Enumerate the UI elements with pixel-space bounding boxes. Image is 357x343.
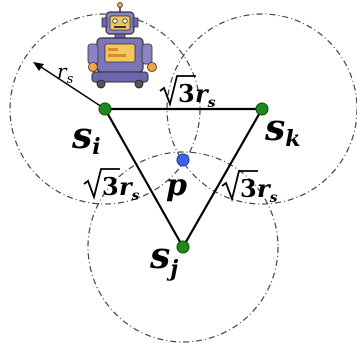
edge-label-right: 3 rs (221, 170, 278, 206)
triangle (103, 107, 264, 250)
label-p: p (166, 168, 187, 203)
label-rs: rs (57, 59, 74, 87)
coverage-circle-sk (166, 13, 357, 205)
svg-text:3: 3 (240, 174, 257, 203)
svg-text:rs: rs (119, 172, 140, 204)
edge-label-left: 3 rs (83, 168, 140, 204)
sqrt-icon (221, 170, 258, 203)
radius-arrow (37, 64, 106, 110)
sqrt-icon (159, 75, 196, 108)
svg-text:rs: rs (257, 174, 278, 206)
label-si: si (71, 115, 101, 160)
label-sj: sj (149, 235, 178, 282)
svg-text:rs: rs (195, 79, 216, 111)
node-sj (176, 240, 190, 254)
node-p (176, 153, 190, 167)
svg-text:3: 3 (102, 172, 119, 201)
svg-text:3: 3 (178, 79, 195, 108)
label-sk: sk (264, 107, 301, 152)
robot-icon (87, 2, 157, 89)
edge-label-top: 3 rs (159, 75, 216, 111)
node-si (98, 102, 112, 116)
sqrt-icon (83, 168, 120, 201)
coverage-circle-sj (87, 151, 279, 343)
node-sk (255, 102, 269, 116)
radius-arrowhead-icon (33, 62, 44, 71)
